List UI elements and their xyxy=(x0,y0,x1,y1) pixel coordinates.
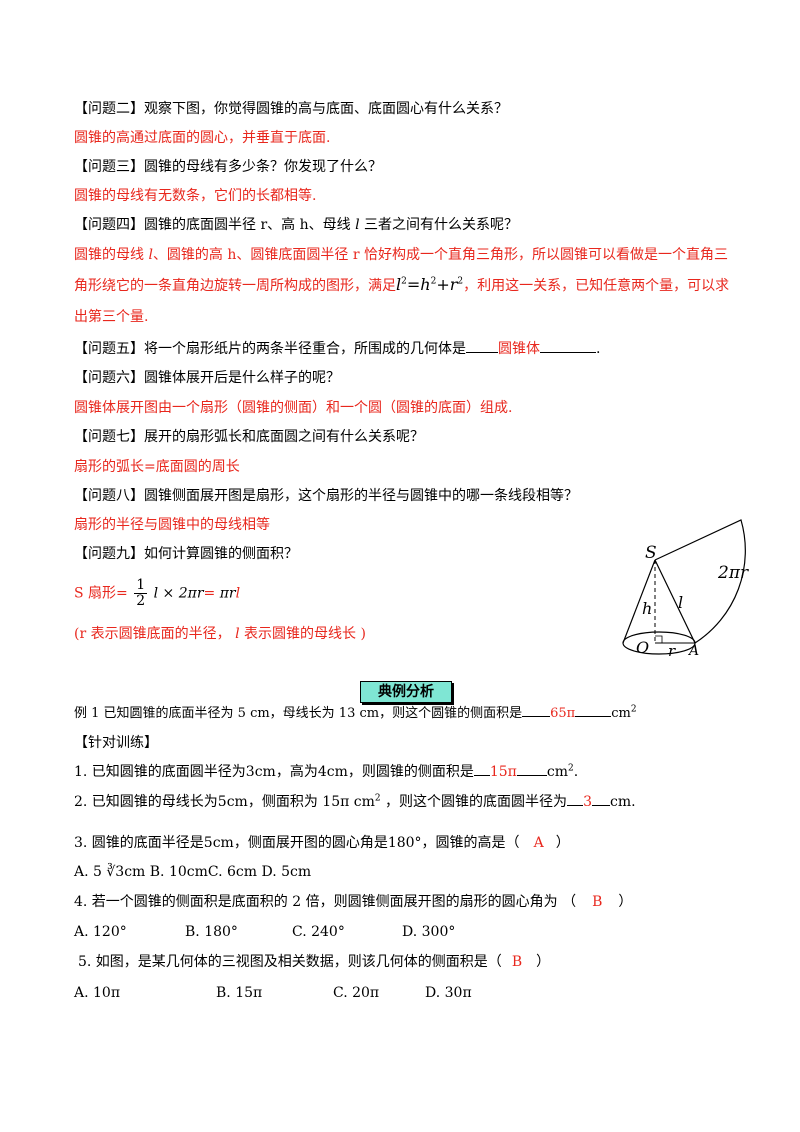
label-r: r xyxy=(668,642,676,660)
question-5-answer: 圆锥体 xyxy=(498,341,540,357)
question-4-answer-line-1: 圆锥的母线 l、圆锥的高 h、圆锥底面圆半径 r 恰好构成一个直角三角形，所以圆… xyxy=(74,247,728,263)
sector-outline xyxy=(654,519,746,644)
question-4-answer-line-2: 角形绕它的一条直角边旋转一周所构成的图形，满足l2=h2+r2，利用这一关系，已… xyxy=(74,275,730,294)
blank-line xyxy=(575,716,612,717)
option-c: C. 240° xyxy=(292,924,345,940)
right-angle-marker xyxy=(655,635,663,643)
option-b: B. 180° xyxy=(185,924,238,940)
label-arc-length: 2πr xyxy=(717,563,749,583)
cone-development-figure: S 2πr h l O r A xyxy=(622,519,749,660)
slant-height-line xyxy=(654,559,696,644)
training-3-answer: A xyxy=(533,835,544,851)
question-3-label: 【问题三】圆锥的母线有多少条？你发现了什么？ xyxy=(74,159,382,175)
training-1-answer: 15π xyxy=(489,764,517,780)
question-8-label: 【问题八】圆锥侧面展开图是扇形，这个扇形的半径与圆锥中的哪一条线段相等？ xyxy=(74,488,578,504)
training-4: 4. 若一个圆锥的侧面积是底面积的 2 倍，则圆锥侧面展开图的扇形的圆心角为 （… xyxy=(74,894,633,910)
question-6-answer: 圆锥体展开图由一个扇形（圆锥的侧面）和一个圆（圆锥的底面）组成. xyxy=(74,400,513,416)
option-a: A. 120° xyxy=(74,924,127,940)
blank-line xyxy=(466,352,498,353)
blank-line xyxy=(522,716,551,717)
question-7-label: 【问题七】展开的扇形弧长和底面圆之间有什么关系呢？ xyxy=(74,429,424,445)
blank-line xyxy=(540,352,596,353)
section-title: 典例分析 xyxy=(360,681,452,703)
cone-left-edge xyxy=(622,559,656,644)
training-3: 3. 圆锥的底面半径是5cm，侧面展开图的圆心角是180°，圆锥的高是（A） xyxy=(74,835,570,851)
formula-note: (r 表示圆锥底面的半径， l 表示圆锥的母线长 ) xyxy=(74,626,366,642)
label-a: A xyxy=(687,643,699,659)
blank-line xyxy=(567,805,584,806)
option-d: D. 30π xyxy=(425,985,472,1001)
training-4-answer: B xyxy=(592,894,603,910)
question-4-answer-line-3: 出第三个量. xyxy=(74,309,149,325)
option-a: A. 10π xyxy=(74,985,121,1001)
blank-line xyxy=(591,805,610,806)
blank-line xyxy=(516,775,547,776)
option-d: D. 300° xyxy=(402,924,456,940)
question-2-answer: 圆锥的高通过底面的圆心，并垂直于底面. xyxy=(74,130,331,146)
question-8-answer: 扇形的半径与圆锥中的母线相等 xyxy=(74,517,270,533)
question-2-label: 【问题二】观察下图，你觉得圆锥的高与底面、底面圆心有什么关系？ xyxy=(74,101,508,117)
question-4-label: 【问题四】圆锥的底面圆半径 r、高 h、母线 l 三者之间有什么关系呢？ xyxy=(74,217,518,233)
training-5-answer: B xyxy=(511,954,523,970)
question-9-label: 【问题九】如何计算圆锥的侧面积？ xyxy=(74,546,298,562)
label-h: h xyxy=(642,599,652,618)
option-c: C. 20π xyxy=(333,985,380,1001)
example-1: 例 1 已知圆锥的底面半径为 5 cm，母线长为 13 cm，则这个圆锥的侧面积… xyxy=(74,704,637,721)
pythagorean-formula: l2=h2+r2 xyxy=(396,275,464,294)
label-s: S xyxy=(645,543,657,563)
training-3-options: A. 5 ∛3cm B. 10cmC. 6cm D. 5cm xyxy=(74,864,312,880)
question-7-answer: 扇形的弧长=底面圆的周长 xyxy=(74,459,240,475)
training-2: 2. 已知圆锥的母线长为5cm，侧面积为 15π cm2 ，则这个圆锥的底面圆半… xyxy=(74,793,636,810)
training-4-options: A. 120° B. 180° C. 240° D. 300° xyxy=(74,922,455,942)
training-title: 【针对训练】 xyxy=(74,735,158,751)
question-5-label: 【问题五】将一个扇形纸片的两条半径重合，所围成的几何体是圆锥体. xyxy=(74,341,601,357)
training-5-options: A. 10π B. 15π C. 20π D. 30π xyxy=(74,983,472,1003)
example-1-answer: 65π xyxy=(550,706,576,721)
training-5: 5. 如图，是某几何体的三视图及相关数据，则该几何体的侧面积是（B） xyxy=(78,954,551,970)
question-3-answer: 圆锥的母线有无数条，它们的长都相等. xyxy=(74,188,317,204)
label-o: O xyxy=(636,638,649,657)
blank-line xyxy=(473,775,490,776)
question-6-label: 【问题六】圆锥体展开后是什么样子的呢？ xyxy=(74,370,340,386)
label-l: l xyxy=(678,593,683,612)
option-b: B. 15π xyxy=(216,985,263,1001)
training-2-answer: 3 xyxy=(583,794,592,810)
